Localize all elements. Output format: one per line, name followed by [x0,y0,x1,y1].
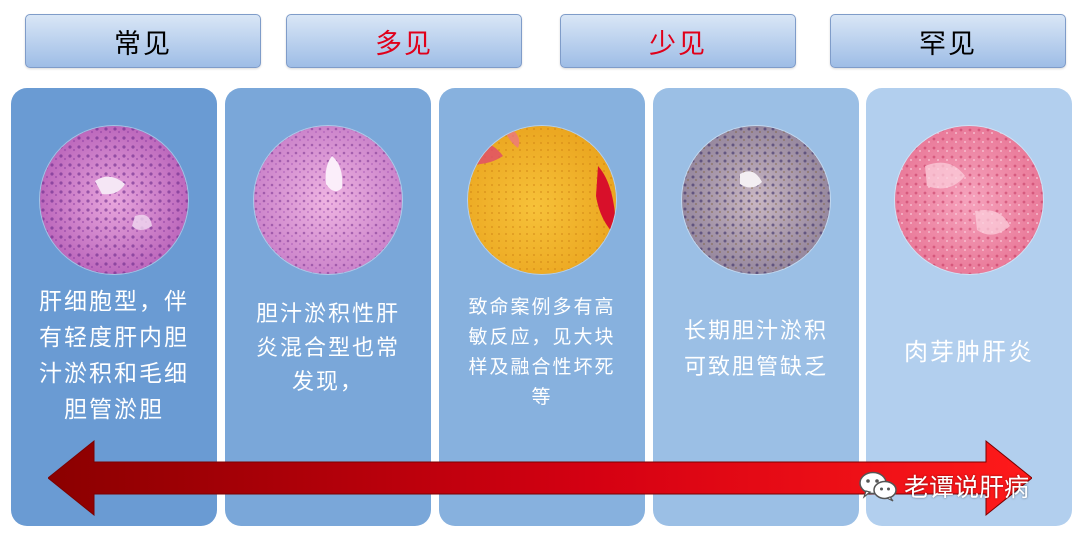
watermark-text: 老谭说肝病 [904,473,1030,502]
histology-image [468,126,616,274]
histology-image [895,126,1043,274]
header-label: 常见 [114,28,172,60]
panel-granulomatous: 肉芽肿肝炎 [866,88,1072,526]
panel-mixed-cholestatic: 胆汁淤积性肝 炎混合型也常 发现， [225,88,431,526]
panel-hepatocellular: 肝细胞型，伴 有轻度肝内胆 汁淤积和毛细 胆管淤胆 [11,88,217,526]
histology-image [254,126,402,274]
wechat-icon [859,471,897,502]
panel-description: 长期胆汁淤积 可致胆管缺乏 [683,319,828,380]
header-common: 常见 [25,14,261,68]
frequency-arrow [48,439,1032,517]
panel-description: 胆汁淤积性肝 炎混合型也常 发现， [255,302,400,395]
header-label: 罕见 [919,28,977,60]
header-frequent: 多见 [286,14,522,68]
header-uncommon: 少见 [560,14,796,68]
header-rare: 罕见 [830,14,1066,68]
histology-image [682,126,830,274]
panel-ductopenia: 长期胆汁淤积 可致胆管缺乏 [653,88,859,526]
header-label: 多见 [375,28,433,60]
panel-description: 致命案例多有高 敏反应，见大块 样及融合性坏死 等 [468,296,616,408]
panel-description: 肉芽肿肝炎 [904,338,1034,366]
histology-image [40,126,188,274]
panel-description: 肝细胞型，伴 有轻度肝内胆 汁淤积和毛细 胆管淤胆 [39,289,189,423]
watermark: 老谭说肝病 [858,470,1029,502]
header-label: 少见 [649,28,707,60]
panel-fatal-hypersensitivity: 致命案例多有高 敏反应，见大块 样及融合性坏死 等 [439,88,645,526]
